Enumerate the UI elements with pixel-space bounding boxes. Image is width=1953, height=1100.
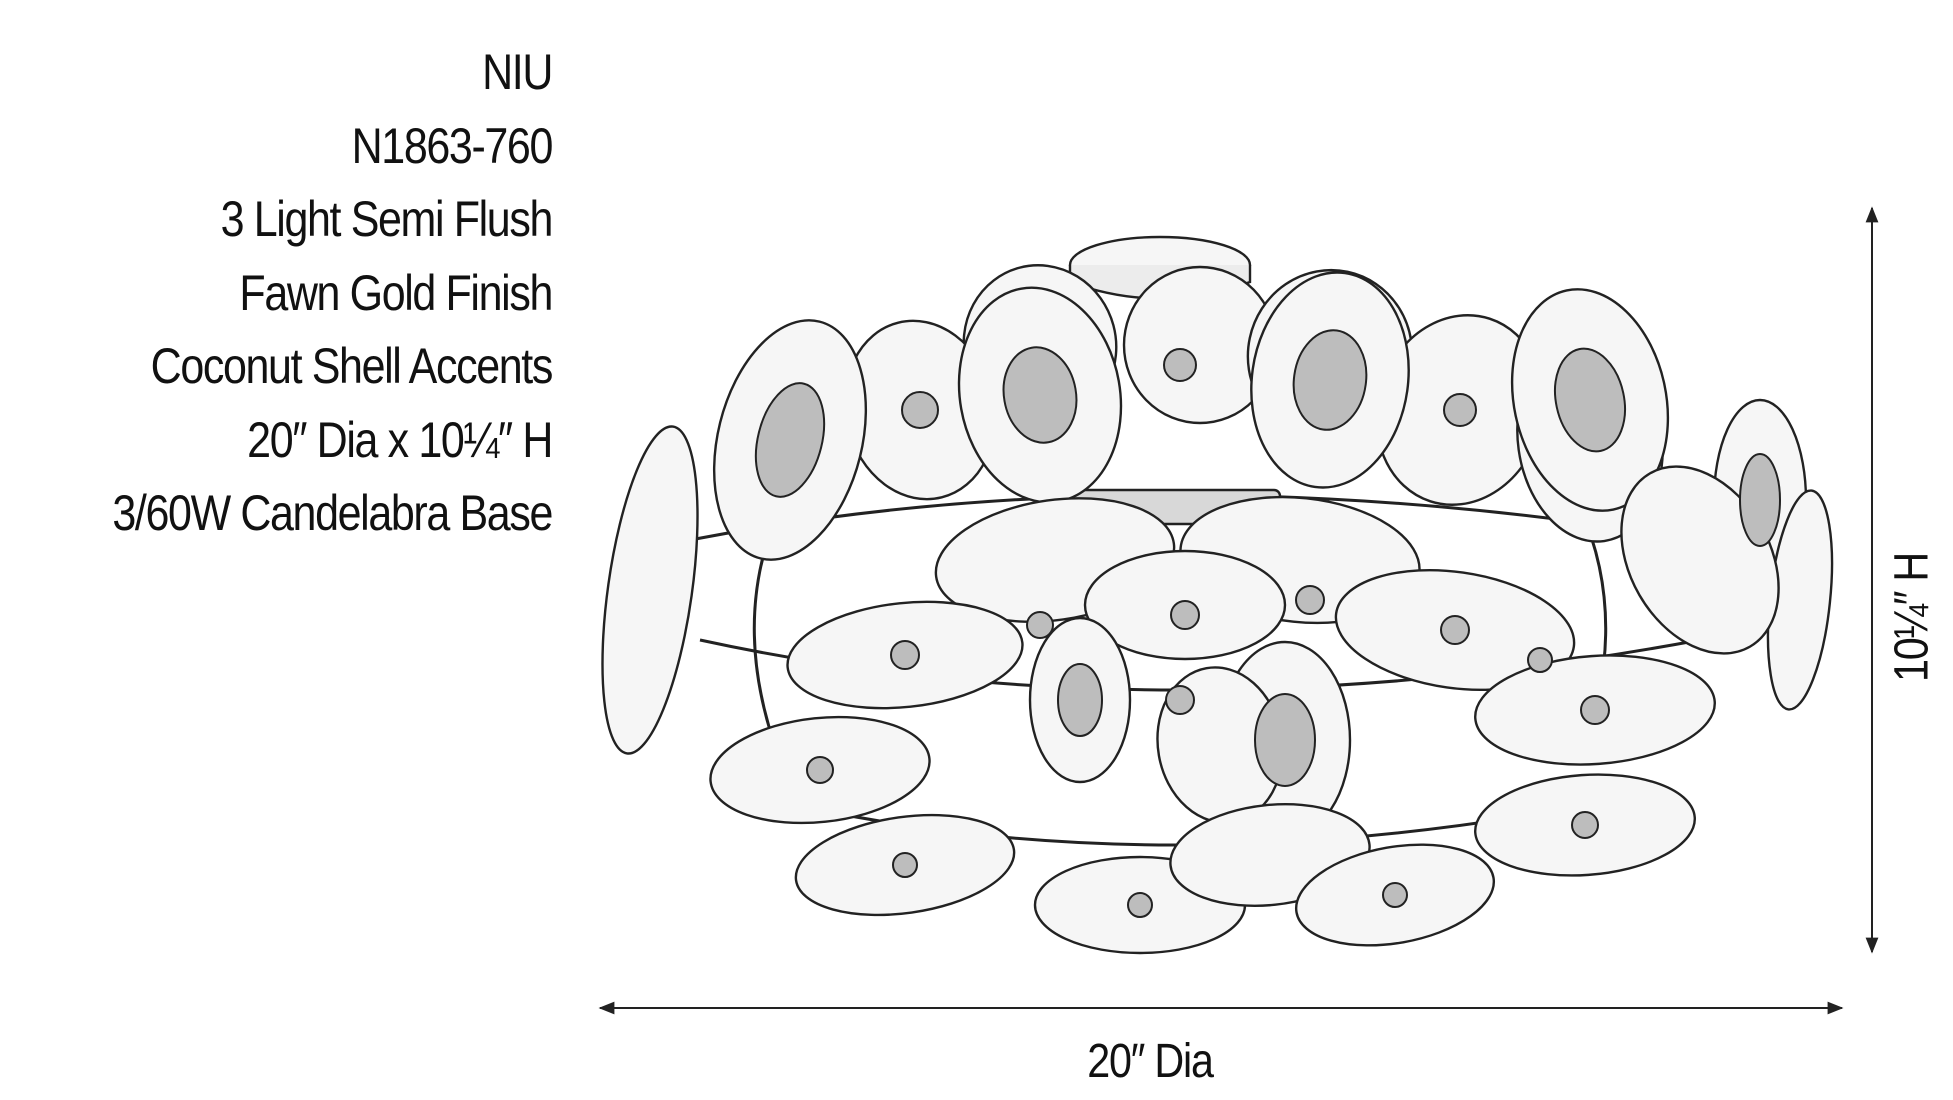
crystal-bead — [890, 640, 920, 670]
bulb-description: 3/60W Candelabra Base — [112, 485, 553, 541]
finish-description: Fawn Gold Finish — [239, 264, 553, 321]
shell-center-recess — [1292, 329, 1368, 431]
crystal-bead — [1163, 348, 1197, 382]
crystal-bead — [1527, 647, 1553, 673]
product-spec-block: NIU N1863-760 3 Light Semi Flush Fawn Go… — [0, 36, 554, 551]
size-description: 20″ Dia x 10¼″ H — [247, 411, 553, 468]
model-number: N1863-760 — [351, 117, 554, 174]
shell-center-recess — [1254, 693, 1316, 787]
crystal-bead — [1580, 695, 1610, 725]
crystal-bead — [1443, 393, 1477, 427]
height-dimension-label: 10¼″ H — [1885, 553, 1939, 683]
brand-name: NIU — [482, 44, 553, 100]
crystal-bead — [1170, 600, 1200, 630]
shell-center-recess — [1739, 453, 1781, 547]
crystal-bead — [1295, 585, 1325, 615]
crystal-bead — [1165, 685, 1195, 715]
crystal-bead — [806, 756, 834, 784]
shell-center-recess — [1002, 346, 1078, 444]
shell-center-recess — [1554, 347, 1626, 453]
shell-disc — [601, 425, 699, 755]
crystal-bead — [1382, 882, 1408, 908]
width-dimension-label: 20″ Dia — [1087, 1035, 1214, 1088]
crystal-bead — [1440, 615, 1470, 645]
shell-center-recess — [754, 382, 826, 498]
crystal-accents — [754, 329, 1781, 918]
fixture-type: 3 Light Semi Flush — [220, 191, 554, 247]
crystal-bead — [1127, 892, 1153, 918]
crystal-bead — [901, 391, 939, 429]
fixture-body — [601, 235, 1834, 955]
crystal-bead — [892, 852, 918, 878]
shell-center-recess — [1057, 663, 1103, 737]
accent-description: Coconut Shell Accents — [150, 338, 554, 394]
crystal-bead — [1571, 811, 1599, 839]
crystal-bead — [1026, 611, 1054, 639]
